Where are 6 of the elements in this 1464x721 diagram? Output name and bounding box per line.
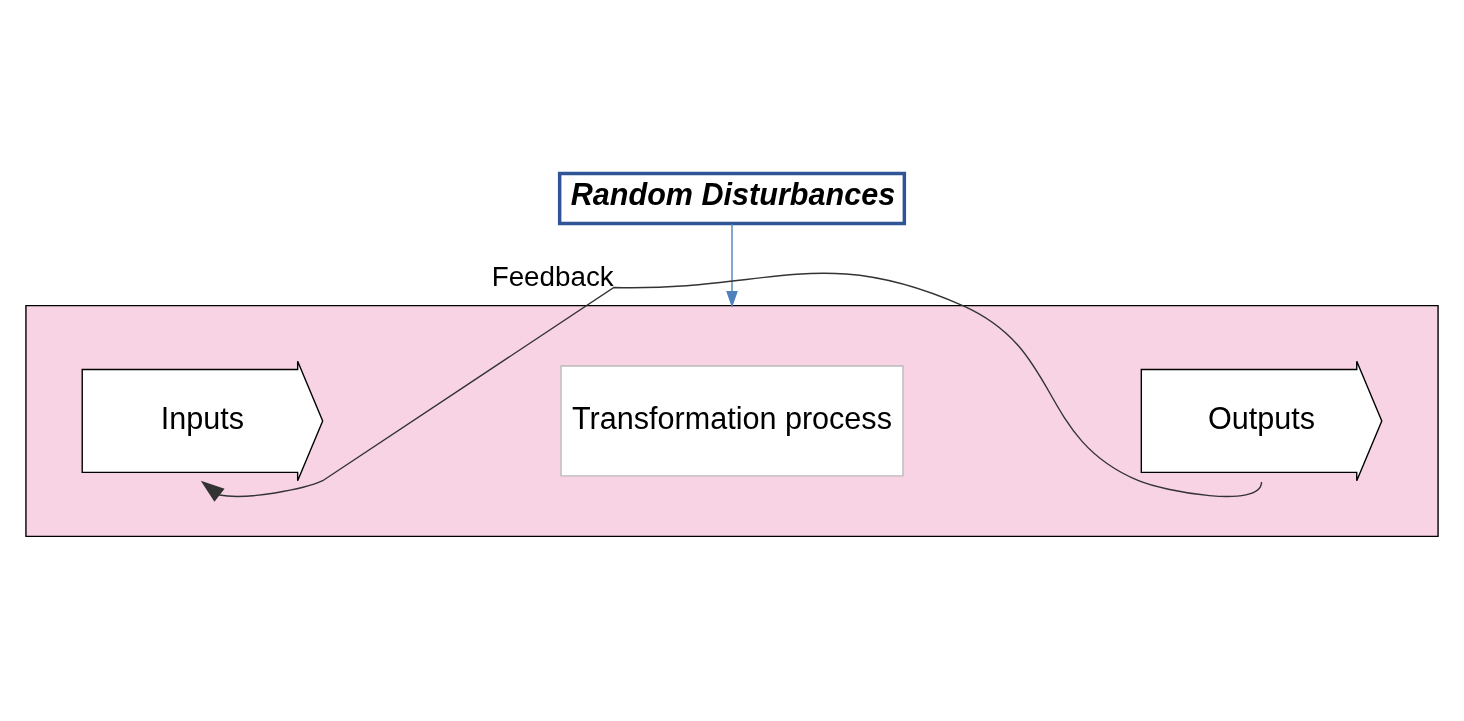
cluster [25, 304, 1439, 537]
edge-label: Feedback [491, 261, 614, 293]
arrow [726, 223, 738, 308]
node-box: Transformation process [560, 365, 904, 477]
node-box: Random Disturbances [557, 171, 907, 226]
arrow [200, 272, 1263, 502]
